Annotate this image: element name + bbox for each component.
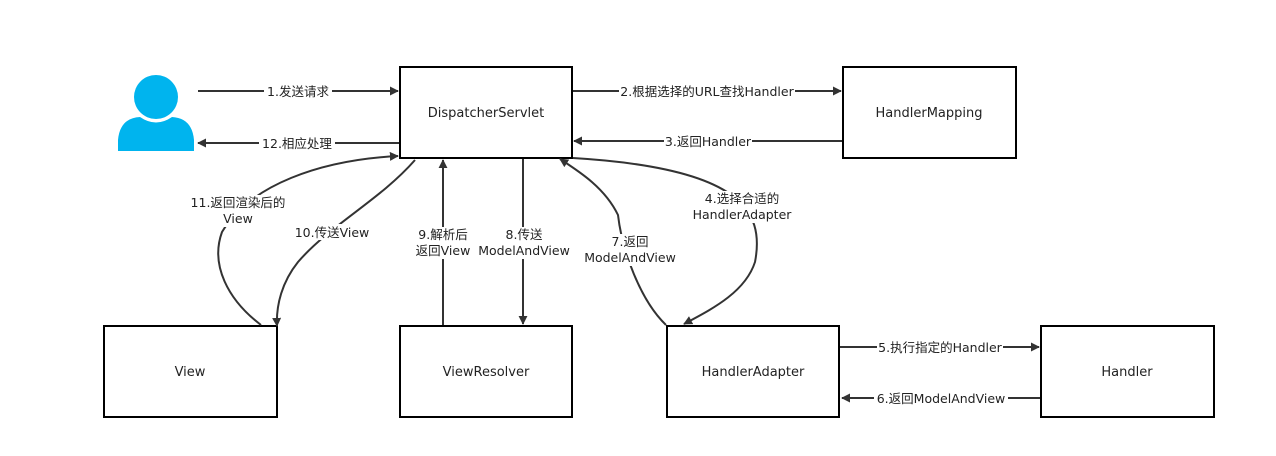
- handler-adapter-label: HandlerAdapter: [702, 365, 805, 380]
- view-resolver-node: ViewResolver: [399, 325, 573, 418]
- edge-12-label: 12.相应处理: [262, 136, 332, 151]
- edge-7-label-line1: 7.返回: [612, 234, 649, 249]
- edge-11-label-line1: 11.返回渲染后的: [191, 195, 286, 210]
- edge-11-return-rendered-view: [217, 151, 399, 326]
- edge-4-select-adapter: [572, 157, 758, 325]
- edge-11-label-line2: View: [223, 211, 253, 226]
- handler-adapter-node: HandlerAdapter: [666, 325, 840, 418]
- dispatcher-servlet-node: DispatcherServlet: [399, 66, 573, 159]
- view-resolver-label: ViewResolver: [443, 365, 530, 380]
- edge-3-label: 3.返回Handler: [665, 134, 752, 149]
- edge-2-label: 2.根据选择的URL查找Handler: [620, 84, 794, 99]
- edge-1-label: 1.发送请求: [267, 84, 329, 99]
- handler-mapping-label: HandlerMapping: [876, 106, 983, 121]
- edge-7-return-mav: [559, 158, 667, 326]
- edge-10-send-view: [272, 159, 416, 327]
- handler-label: Handler: [1101, 365, 1153, 380]
- edge-8-label-line1: 8.传送: [506, 227, 543, 242]
- edge-7-label-line2: ModelAndView: [584, 250, 676, 265]
- view-label: View: [175, 365, 206, 380]
- handler-mapping-node: HandlerMapping: [842, 66, 1017, 159]
- view-node: View: [103, 325, 278, 418]
- edge-9-label-line1: 9.解析后: [418, 227, 467, 242]
- edge-4-label-line2: HandlerAdapter: [693, 207, 793, 222]
- edge-8-label-line2: ModelAndView: [478, 243, 570, 258]
- edge-4-label-line1: 4.选择合适的: [705, 191, 779, 206]
- edge-6-label: 6.返回ModelAndView: [877, 391, 1006, 406]
- edge-5-label: 5.执行指定的Handler: [878, 340, 1003, 355]
- handler-node: Handler: [1040, 325, 1215, 418]
- edge-10-label: 10.传送View: [295, 225, 370, 240]
- user-icon: [118, 75, 194, 151]
- dispatcher-servlet-label: DispatcherServlet: [428, 106, 544, 121]
- edge-9-label-line2: 返回View: [416, 243, 471, 258]
